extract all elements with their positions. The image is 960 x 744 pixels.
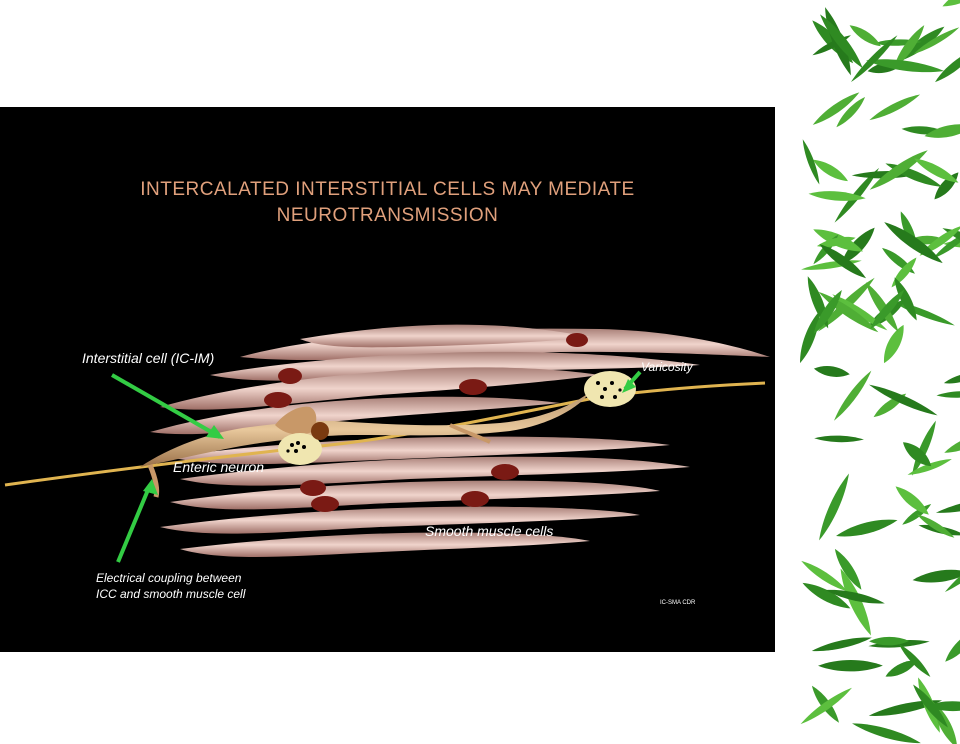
- bamboo-leaf: [917, 514, 955, 538]
- bamboo-leaf: [944, 544, 960, 593]
- bamboo-leaf: [895, 486, 929, 515]
- bamboo-leaf: [836, 96, 866, 128]
- bamboo-leaf: [816, 236, 856, 248]
- varicosity: [584, 371, 636, 407]
- label-smooth-muscle-cells: Smooth muscle cells: [425, 523, 554, 539]
- bamboo-leaf: [850, 35, 898, 83]
- diagram-illustration: [4, 324, 770, 563]
- bamboo-leaf: [802, 582, 851, 609]
- credit-text: IC-SMA CDR: [660, 600, 696, 606]
- bamboo-leaf: [924, 124, 960, 138]
- bamboo-leaf: [840, 568, 872, 636]
- lower-muscle-cells: [160, 436, 690, 557]
- arrow-heads: [143, 379, 636, 495]
- bamboo-leaf: [820, 14, 863, 69]
- bamboo-leaf: [869, 150, 928, 190]
- bamboo-leaf: [942, 0, 960, 7]
- bamboo-leaf: [869, 94, 921, 121]
- bamboo-leaf: [812, 92, 860, 125]
- bamboo-leaf: [869, 384, 938, 416]
- bamboo-leaf: [832, 294, 888, 331]
- bamboo-leaf: [812, 159, 848, 182]
- bamboo-leaf: [813, 289, 842, 334]
- bamboo-leaf: [891, 257, 917, 288]
- bamboo-leaf: [800, 310, 820, 364]
- bamboo-leaf: [849, 25, 881, 47]
- bamboo-leaf: [818, 660, 883, 672]
- interstitial-cell: [140, 392, 590, 498]
- bamboo-leaf: [866, 59, 945, 73]
- bamboo-leaf: [802, 139, 820, 185]
- bamboo-leaf: [801, 560, 848, 592]
- bamboo-leaf: [943, 372, 960, 384]
- label-enteric-neuron: Enteric neuron: [173, 459, 265, 475]
- bamboo-leaf: [800, 687, 853, 725]
- bamboo-leaf: [894, 277, 917, 321]
- bamboo-leaf: [893, 25, 925, 69]
- enteric-neuron-body: [278, 422, 329, 465]
- bamboo-leaf: [811, 637, 872, 652]
- bamboo-leaf: [869, 636, 909, 646]
- bamboo-leaves-icon: [800, 0, 960, 744]
- label-coupling-line1: Electrical coupling between: [96, 571, 242, 585]
- label-interstitial-cell: Interstitial cell (IC-IM): [82, 350, 215, 366]
- bamboo-leaf: [907, 458, 952, 475]
- bamboo-leaf: [841, 227, 875, 265]
- label-coupling-line2: ICC and smooth muscle cell: [96, 587, 246, 601]
- bamboo-leaf: [885, 660, 918, 677]
- bamboo-leaf: [825, 589, 885, 604]
- bamboo-leaf: [819, 244, 867, 279]
- bamboo-leaf: [913, 27, 960, 55]
- bamboo-leaf: [808, 191, 866, 201]
- bamboo-leaf: [870, 289, 905, 330]
- bamboo-leaf: [919, 225, 960, 256]
- bamboo-leaf: [936, 391, 960, 398]
- bamboo-leaf: [814, 435, 864, 443]
- slide-title-line1: INTERCALATED INTERSTITIAL CELLS MAY MEDI…: [140, 179, 635, 200]
- bamboo-leaf: [935, 48, 960, 83]
- bamboo-leaf: [819, 473, 849, 541]
- bamboo-leaf: [813, 365, 850, 377]
- bamboo-leaf: [884, 324, 904, 364]
- bamboo-leaf: [865, 282, 899, 332]
- upper-muscle-cells: [150, 324, 770, 435]
- bamboo-leaf: [834, 370, 872, 421]
- bamboo-leaf: [836, 519, 898, 537]
- bamboo-leaf: [912, 569, 960, 583]
- bamboo-leaf: [945, 629, 960, 662]
- bamboo-leaf: [926, 701, 960, 712]
- bamboo-leaf: [834, 548, 862, 590]
- bamboo-leaf: [933, 231, 960, 259]
- bamboo-leaf: [914, 158, 959, 183]
- slide-title-line2: NEUROTRANSMISSION: [276, 205, 499, 226]
- bamboo-leaf: [935, 497, 960, 513]
- muscle-nuclei: [264, 333, 588, 512]
- slide-panel: INTERCALATED INTERSTITIAL CELLS MAY MEDI…: [0, 107, 775, 652]
- label-varicosity: Varicosity: [641, 360, 693, 374]
- bamboo-leaf: [884, 222, 943, 264]
- bamboo-leaf: [852, 723, 921, 744]
- bamboo-leaf: [902, 442, 932, 467]
- bamboo-leaf: [944, 433, 960, 453]
